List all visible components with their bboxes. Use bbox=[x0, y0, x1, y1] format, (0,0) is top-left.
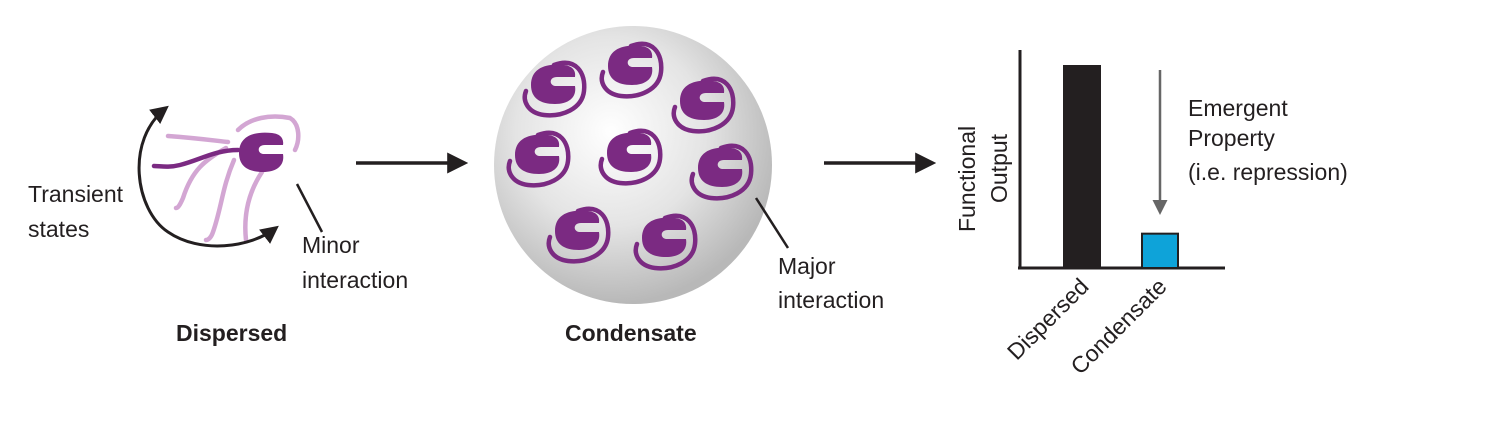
bar-dispersed bbox=[1063, 65, 1101, 269]
transient-label-line1: Transient bbox=[28, 181, 124, 207]
transient-tail bbox=[243, 169, 265, 243]
minor-label-line2: interaction bbox=[302, 267, 408, 293]
transient-label-line2: states bbox=[28, 216, 89, 242]
major-label-line1: Major bbox=[778, 253, 836, 279]
bar-condensate bbox=[1141, 232, 1179, 270]
major-label-line2: interaction bbox=[778, 287, 884, 313]
dispersed-molecule bbox=[239, 132, 284, 172]
annotation-line2: Property bbox=[1188, 125, 1275, 151]
dispersed-tail bbox=[151, 147, 241, 169]
dispersed-panel: Transient states Minor interaction Dispe… bbox=[28, 105, 408, 346]
dispersed-title: Dispersed bbox=[176, 320, 287, 346]
annotation-line3: (i.e. repression) bbox=[1188, 159, 1348, 185]
annotation-line1: Emergent bbox=[1188, 95, 1288, 121]
transient-tail bbox=[203, 157, 237, 243]
minor-label-line1: Minor bbox=[302, 232, 360, 258]
major-interaction-pointer bbox=[754, 197, 790, 249]
minor-interaction-pointer bbox=[295, 183, 324, 233]
y-axis-label-line1: Functional bbox=[954, 126, 980, 232]
transient-tail bbox=[165, 133, 231, 145]
condensate-panel: Major interaction Condensate bbox=[494, 26, 884, 346]
condensate-title: Condensate bbox=[565, 320, 697, 346]
y-axis-label-line2: Output bbox=[986, 133, 1012, 203]
transient-states-arrow bbox=[137, 105, 279, 248]
